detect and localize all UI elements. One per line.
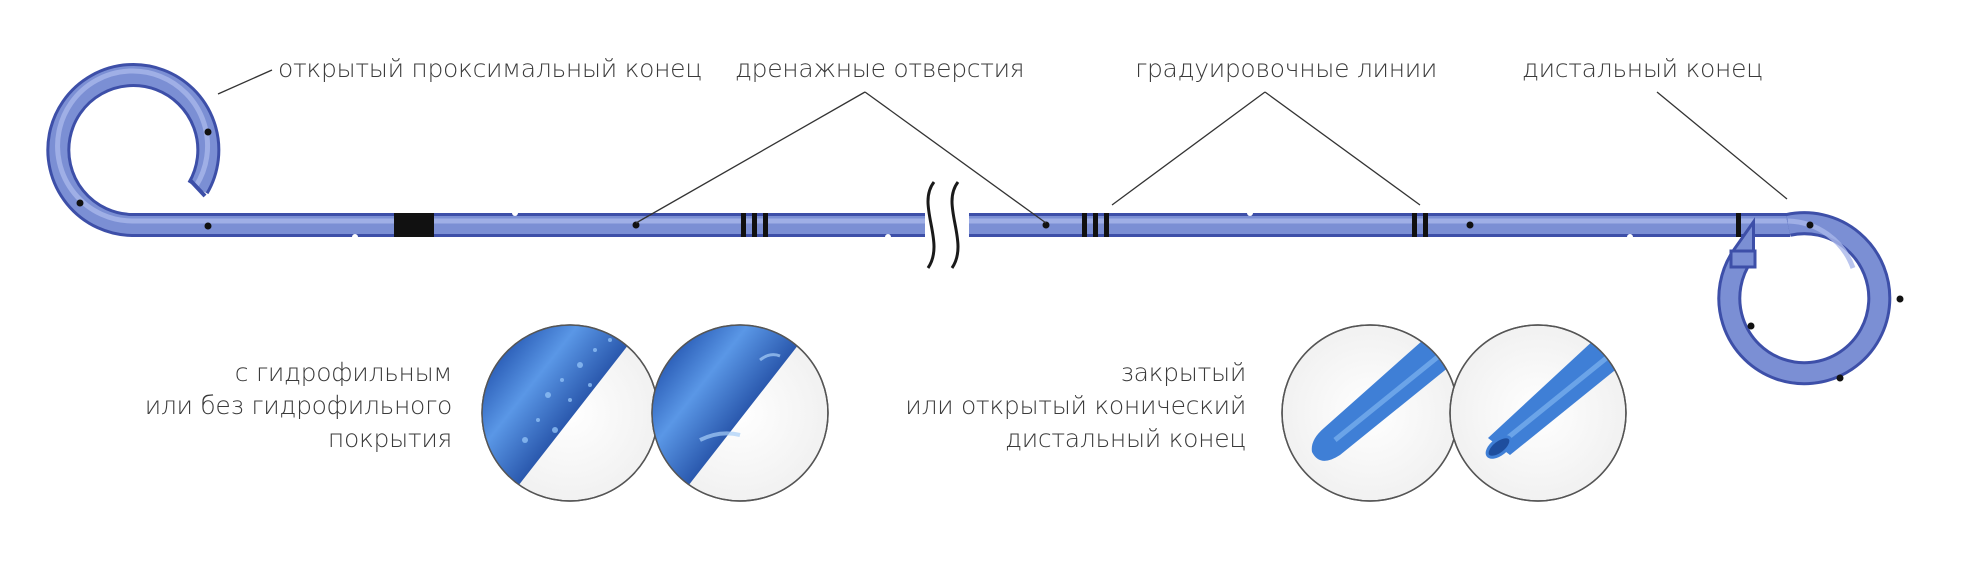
leader-lines (217, 69, 1788, 224)
lens-smooth-surface (651, 324, 829, 502)
label-drainage-holes: дренажные отверстия (735, 54, 1025, 83)
lens-open-tip (1449, 324, 1627, 502)
lens-hydrophilic-droplets (481, 324, 659, 502)
label-proximal-end: открытый проксимальный конец (278, 54, 702, 83)
label-graduation-lines: градуировочные линии (1135, 54, 1438, 83)
lens-closed-tip (1281, 324, 1459, 502)
marker-band (394, 213, 434, 237)
caption-coating-line3: покрытия (327, 424, 452, 453)
caption-coating-line1: с гидрофильным (234, 358, 453, 387)
caption-coating-line2: или без гидрофильного (144, 391, 453, 420)
caption-tip-line3: дистальный конец (1005, 424, 1246, 453)
stent-tube (46, 63, 1892, 386)
drainage-holes (76, 128, 1904, 382)
caption-tip-line1: закрытый (1120, 358, 1246, 387)
label-distal-end: дистальный конец (1522, 54, 1763, 83)
break-symbol (926, 181, 960, 269)
proximal-pigtail (46, 63, 1790, 237)
graduation-marks (394, 213, 1741, 237)
caption-tip-line2: или открытый конический (905, 391, 1246, 420)
caption-coating: с гидрофильным или без гидрофильного пок… (0, 356, 453, 455)
caption-tip: закрытый или открытый конический дисталь… (700, 356, 1246, 455)
